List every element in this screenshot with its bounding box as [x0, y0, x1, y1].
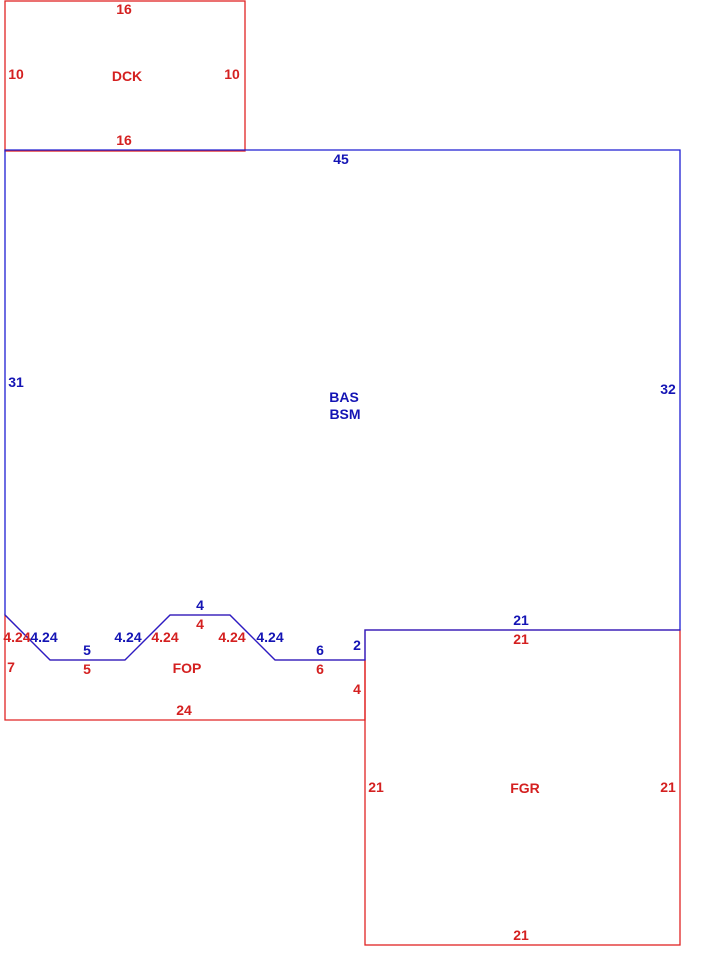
fgr-area-label: FGR: [510, 780, 540, 796]
bsm-area-label: BSM: [329, 406, 360, 422]
bas-porch-top: 4: [196, 597, 204, 613]
bas-porch-low-left: 5: [83, 642, 91, 658]
fop-diag-2-dimension: 4.24: [151, 629, 178, 645]
fop-low-left-dimension: 5: [83, 661, 91, 677]
dck-top-dimension: 16: [116, 1, 132, 17]
fop-right-dimension: 4: [353, 681, 361, 697]
bas-notch-dimension: 2: [353, 637, 361, 653]
fop-bottom-dimension: 24: [176, 702, 192, 718]
bas-outline: [4, 149, 681, 661]
fop-top-dimension: 4: [196, 616, 204, 632]
fop-area-label: FOP: [173, 660, 202, 676]
dck-right-dimension: 10: [224, 66, 240, 82]
bas-porch-low-right: 6: [316, 642, 324, 658]
bas-porch-diag-left-1: 4.24: [30, 629, 57, 645]
fgr-top-dimension: 21: [513, 631, 529, 647]
dck-area-label: DCK: [112, 68, 142, 84]
fgr-bottom-dimension: 21: [513, 927, 529, 943]
fgr-left-dimension: 21: [368, 779, 384, 795]
fop-diag-3-dimension: 4.24: [218, 629, 245, 645]
dck-outline: [4, 0, 246, 152]
bas-right-dimension: 32: [660, 381, 676, 397]
bas-area-label: BAS: [329, 389, 359, 405]
bas-top-dimension: 45: [333, 151, 349, 167]
dck-left-dimension: 10: [8, 66, 24, 82]
fop-left-dimension: 7: [7, 659, 15, 675]
bas-bottom-right-dimension: 21: [513, 612, 529, 628]
fgr-right-dimension: 21: [660, 779, 676, 795]
fop-left-diag-dimension: 4.24: [3, 629, 30, 645]
bas-porch-diag-left-2: 4.24: [114, 629, 141, 645]
fop-low-right-dimension: 6: [316, 661, 324, 677]
bas-porch-diag-right-1: 4.24: [256, 629, 283, 645]
dck-bottom-dimension: 16: [116, 132, 132, 148]
bas-left-dimension: 31: [8, 374, 24, 390]
